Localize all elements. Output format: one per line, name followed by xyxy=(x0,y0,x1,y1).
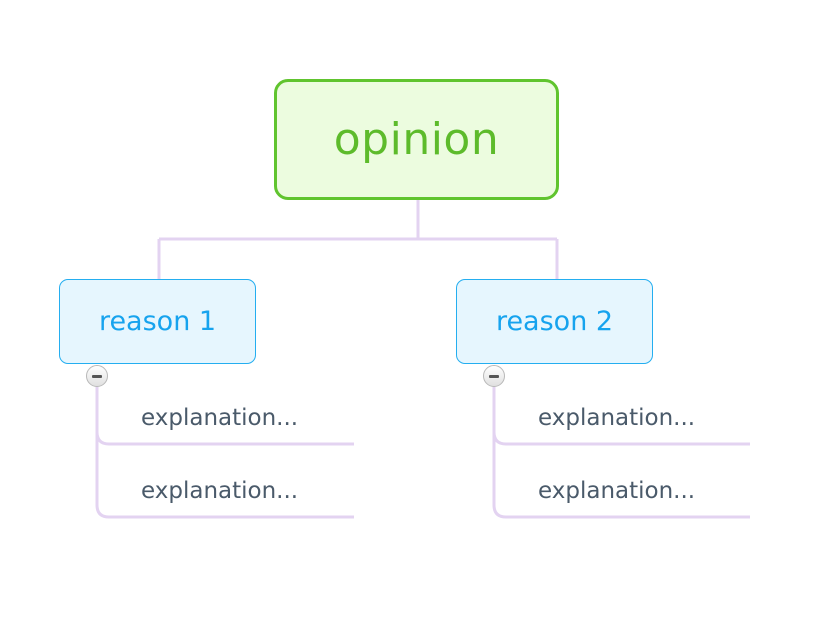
subtopic-reason-2-explanation-2[interactable]: explanation... xyxy=(538,471,738,511)
collapse-minus-icon[interactable] xyxy=(483,365,505,387)
subtopic-reason-1-explanation-1[interactable]: explanation... xyxy=(141,398,341,438)
root-topic-node[interactable]: opinion xyxy=(274,79,559,200)
connector-reason-1-child-2 xyxy=(95,432,354,519)
main-topic-reason-1[interactable]: reason 1 xyxy=(59,279,256,364)
subtopic-reason-1-explanation-2[interactable]: explanation... xyxy=(141,471,341,511)
main-topic-reason-2[interactable]: reason 2 xyxy=(456,279,653,364)
subtopic-label: explanation... xyxy=(538,478,696,504)
main-topic-label: reason 1 xyxy=(98,306,217,337)
main-topic-label: reason 2 xyxy=(495,306,614,337)
collapse-minus-icon[interactable] xyxy=(86,365,108,387)
subtopic-label: explanation... xyxy=(141,405,299,431)
subtopic-label: explanation... xyxy=(538,405,696,431)
root-topic-label: opinion xyxy=(333,114,500,165)
subtopic-label: explanation... xyxy=(141,478,299,504)
subtopic-reason-2-explanation-1[interactable]: explanation... xyxy=(538,398,738,438)
connector-reason-2-child-2 xyxy=(492,432,750,519)
